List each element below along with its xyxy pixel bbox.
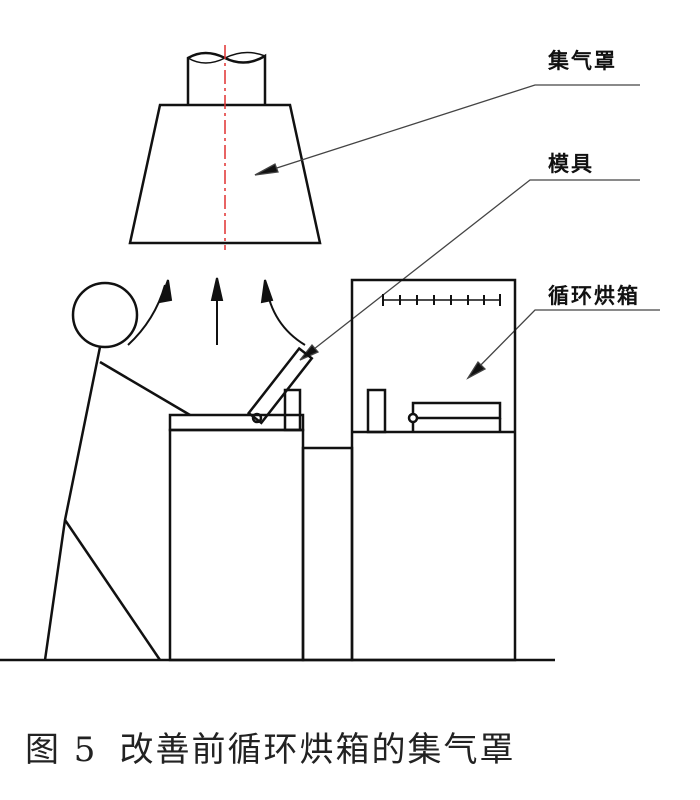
- circulation-oven: [350, 278, 517, 662]
- operator-figure: [43, 281, 191, 661]
- connector-block: [301, 446, 354, 662]
- work-table: [168, 346, 314, 662]
- figure-caption: 图 5 改善前循环烘箱的集气罩: [25, 722, 537, 771]
- figure-title: 改善前循环烘箱的集气罩: [119, 730, 516, 770]
- mold: [246, 346, 314, 425]
- label-hood: 集气罩: [548, 49, 617, 73]
- label-mold: 模具: [548, 152, 594, 176]
- airflow-arrows: [127, 277, 306, 346]
- fume-hood: [128, 45, 322, 250]
- figure-number: 图 5: [25, 730, 98, 770]
- label-oven: 循环烘箱: [548, 284, 640, 308]
- leader-lines: [254, 84, 660, 380]
